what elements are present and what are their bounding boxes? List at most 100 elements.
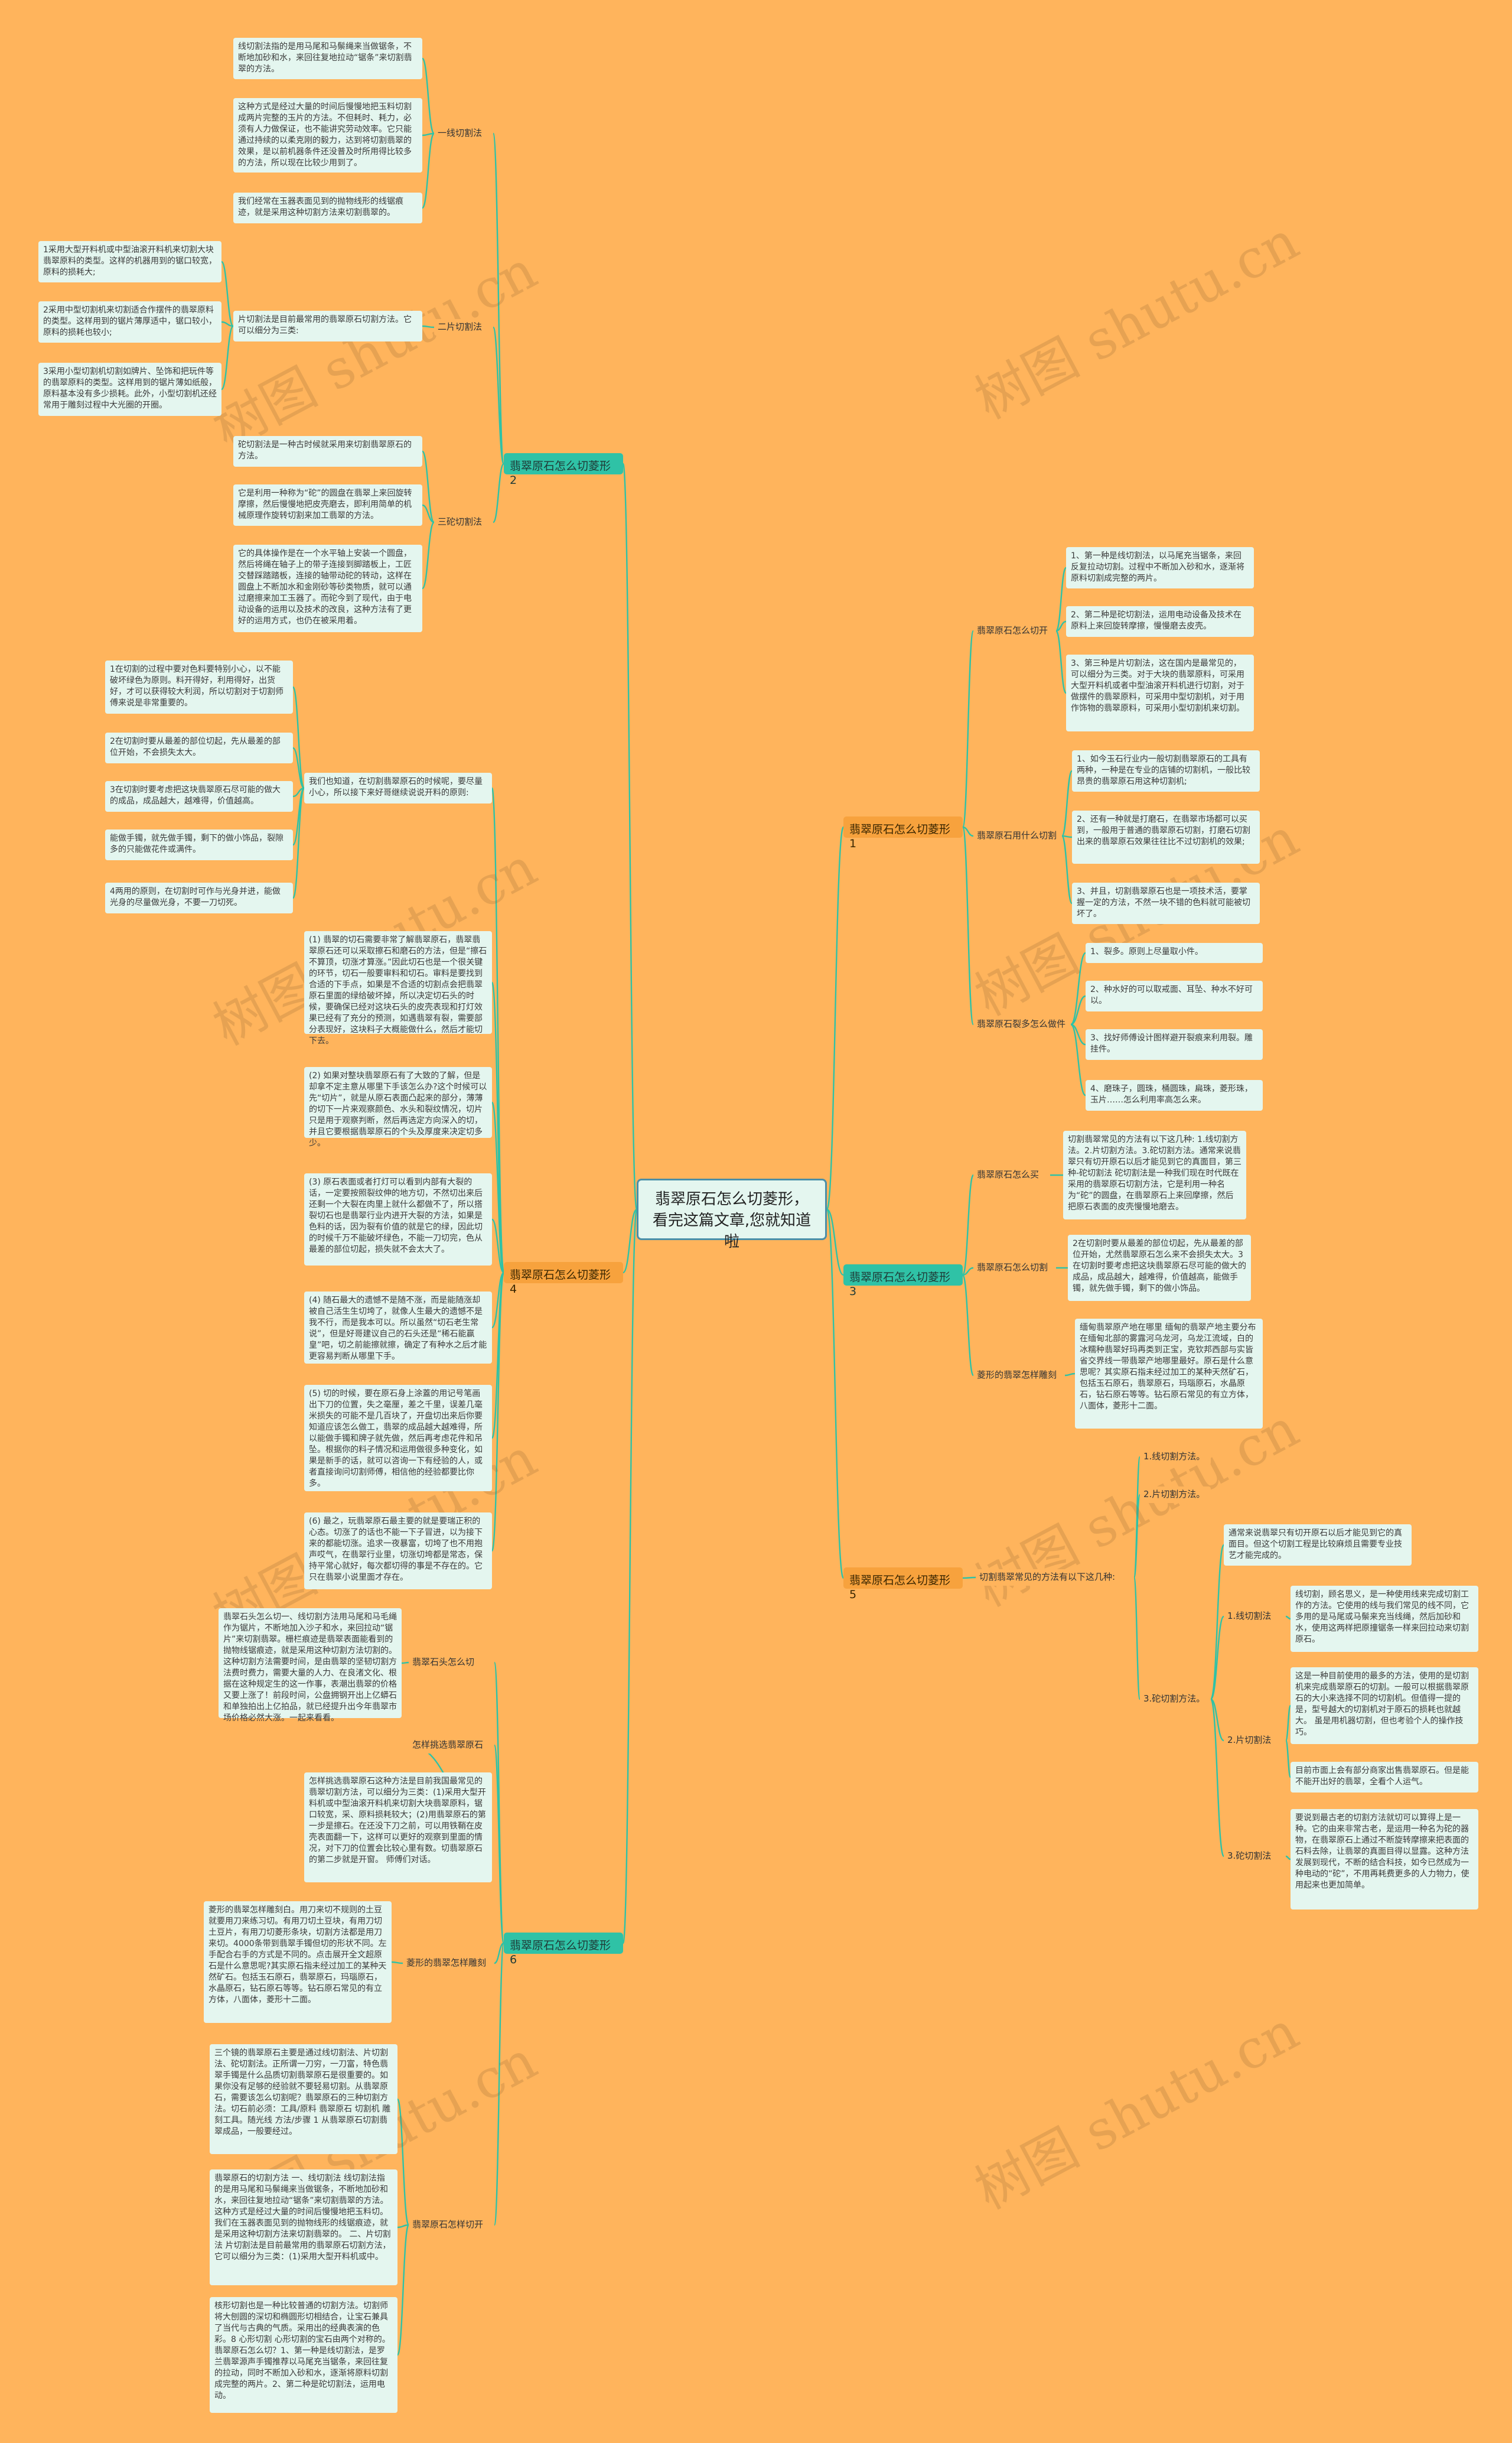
- b5-slice-method[interactable]: 2.片切割法: [1224, 1732, 1286, 1749]
- connector-line: [491, 1271, 505, 1329]
- connector-line: [1070, 995, 1086, 1026]
- connector-line: [421, 450, 435, 523]
- b1-what-tool-leaf: 2、还有一种就是打磨石，在翡翠市场都可以买到，一般用于普通的翡翠原石切割，打磨石…: [1072, 811, 1260, 864]
- b1-how-to-open-leaf: 1、第一种是线切割法，以马尾充当锯条，来回反复拉动切割。过程中不断加入砂和水，逐…: [1066, 547, 1254, 588]
- connector-line: [622, 463, 638, 1211]
- connector-line: [493, 1744, 505, 1944]
- b4-paragraph: (4) 随石最大的遗憾不是随不涨，而是能随涨却被自己活生生切垮了，就像人生最大的…: [304, 1292, 492, 1364]
- b6-how-to-open[interactable]: 翡翠原石怎样切开: [409, 2217, 494, 2233]
- b1-many-cracks-leaf: 3、找好师傅设计图样避开裂痕来利用裂。雕挂件。: [1086, 1029, 1263, 1060]
- connector-line: [220, 261, 234, 327]
- b5-slice-method-leaf: 这是一种目前使用的最多的方法，使用的是切割机来完成翡翠原石的切割。一般可以根据翡…: [1291, 1667, 1478, 1744]
- b5-slice-method-leaf: 目前市面上会有部分商家出售翡翠原石。但是能不能开出好的翡翠，全看个人运气。: [1291, 1762, 1478, 1793]
- connector-line: [826, 1208, 844, 1276]
- connector-line: [493, 1942, 505, 2226]
- connector-line: [622, 1208, 638, 1274]
- b4-paragraph: (3) 原石表面或者打灯可以看到内部有大裂的话，一定要按照裂纹伸的地方切，不然切…: [304, 1173, 492, 1266]
- b1-what-tool[interactable]: 翡翠原石用什么切割: [973, 828, 1062, 844]
- connector-line: [396, 2224, 410, 2356]
- connector-line: [622, 1208, 638, 1944]
- connector-line: [1210, 1615, 1225, 1700]
- b2-tuo-leaf: 砣切割法是一种古时候就采用来切割翡翠原石的方法。: [233, 436, 422, 467]
- b4-paragraph: (6) 最之，玩翡翠原石最主要的就是要瑞正积的心态。切涨了的话也不能一下子冒进，…: [304, 1512, 492, 1589]
- connector-line: [962, 630, 975, 828]
- b2-tuo-leaf: 它是利用一种称为“砣”的圆盘在翡翠上来回旋转摩擦，然后慢慢地把皮壳磨去，即利用简…: [233, 484, 422, 526]
- connector-line: [962, 826, 975, 1026]
- b2-line-leaf: 线切割法指的是用马尾和马鬃绳来当做锯条，不断地加砂和水，来回往复地拉动“锯条”来…: [233, 38, 422, 79]
- b6-how-to-open-leaf: 翡翠原石的切割方法 一、线切割法 线切割法指的是用马尾和马鬃绳来当做锯条，不断地…: [210, 2169, 397, 2285]
- connector-line: [1133, 1456, 1141, 1579]
- connector-line: [397, 2224, 409, 2229]
- b6-how-to-open-leaf: 核形切割也是一种比较普通的切割方法。切割师将大刨圆的深切和椭圆形切相结合，让宝石…: [210, 2297, 397, 2413]
- b6-rhombus-carving-leaf: 菱形的翡翠怎样雕刻白。用刀来切不规则的土豆就要用刀来练习切。有用刀切土豆块，有用…: [204, 1901, 392, 2023]
- connector-line: [962, 1267, 974, 1276]
- connector-line: [962, 1274, 975, 1377]
- b5-tuo-method-leaf: 要说到最古老的切割方法就切可以算得上是一种。它的由来非常古老，是运用一种名为砣的…: [1291, 1809, 1478, 1909]
- b3-how-to-buy-leaf: 切割翡翠常见的方法有以下这几种: 1.线切割方法。2.片切割方法。3.砣切割方法…: [1063, 1131, 1246, 1219]
- connector-line: [1285, 1704, 1292, 1742]
- b3-how-to-buy[interactable]: 翡翠原石怎么买: [973, 1167, 1050, 1183]
- branch-6[interactable]: 翡翠原石怎么切菱形6: [504, 1933, 623, 1966]
- connector-line: [396, 2098, 410, 2226]
- connector-line: [493, 1661, 505, 1944]
- b6-how-to-choose-leaf: 怎样挑选翡翠原石这种方法是目前我国最常见的翡翠切割方法，可以细分为三类：(1)采…: [304, 1772, 492, 1882]
- connector-line: [494, 1942, 504, 1964]
- b5-line-method[interactable]: 1.线切割法: [1224, 1608, 1286, 1625]
- branch-2[interactable]: 翡翠原石怎么切菱形2: [504, 453, 623, 487]
- branch-3[interactable]: 翡翠原石怎么切菱形3: [843, 1264, 963, 1298]
- connector-line: [492, 132, 505, 465]
- connector-line: [1061, 770, 1073, 837]
- connector-line: [826, 1208, 845, 1579]
- connector-line: [391, 1961, 403, 1964]
- branch-1[interactable]: 翡翠原石怎么切菱形1: [843, 816, 963, 850]
- b2-slice-leaf: 1采用大型开料机或中型油滚开料机来切割大块翡翠原料的类型。这样的机器用到的锯口较…: [38, 241, 221, 282]
- b3-how-to-cut[interactable]: 翡翠原石怎么切割: [973, 1260, 1056, 1276]
- b4-paragraph: (2) 如果对整块翡翠原石有了大致的了解，但是却拿不定主意从哪里下手该怎么办?这…: [304, 1067, 492, 1148]
- connector-line: [1133, 1494, 1141, 1579]
- b2-tuo-cutting[interactable]: 三砣切割法: [434, 514, 493, 531]
- b5-method-tuo[interactable]: 3.砣切割方法。: [1140, 1691, 1211, 1707]
- b1-what-tool-leaf: 3、并且，切割翡翠原石也是一项技术活，要掌握一定的方法，不然一块不错的色料就可能…: [1072, 883, 1260, 924]
- b2-line-cutting[interactable]: 一线切割法: [434, 125, 493, 142]
- b5-method-slice[interactable]: 2.片切割方法。: [1140, 1486, 1211, 1503]
- connector-line: [1285, 1739, 1292, 1778]
- b6-how-to-cut[interactable]: 翡翠石头怎么切: [409, 1654, 494, 1671]
- b6-how-to-choose[interactable]: 怎样挑选翡翠原石: [409, 1737, 494, 1754]
- b1-how-to-open[interactable]: 翡翠原石怎么切开: [973, 623, 1056, 639]
- b6-rhombus-carving[interactable]: 菱形的翡翠怎样雕刻: [403, 1955, 494, 1972]
- connector-line: [492, 463, 505, 523]
- b1-many-cracks-leaf: 4、磨珠子，圆珠，桶圆珠，扁珠，菱形珠，玉片……怎么利用率高怎么来。: [1086, 1080, 1263, 1111]
- b1-many-cracks[interactable]: 翡翠原石裂多怎么做件: [973, 1016, 1071, 1033]
- b3-how-to-cut-leaf: 2在切割时要从最差的部位切起，先从最差的部位开始，尤然翡翠原石怎么来不会损失太大…: [1068, 1235, 1251, 1301]
- b3-rhombus-carving[interactable]: 菱形的翡翠怎样雕刻: [973, 1367, 1065, 1384]
- root-topic[interactable]: 翡翠原石怎么切菱形，看完这篇文章,您就知道啦: [637, 1179, 827, 1251]
- connector-line: [1070, 1023, 1087, 1097]
- b5-method-line[interactable]: 1.线切割方法。: [1140, 1449, 1211, 1465]
- b4-principle-leaf: 4两用的原则，在切割时可作与光身并进，能做光身的尽量做光身，不要一刀切死。: [105, 883, 293, 913]
- b2-slice-leaf: 3采用小型切割机切割如牌片、坠饰和把玩件等的翡翠原料的类型。这样用到的锯片薄如纸…: [38, 363, 221, 416]
- b4-paragraph: (1) 翡翠的切石需要非常了解翡翠原石，翡翠翡翠原石还可以采取擦石和磨石的方法，…: [304, 931, 492, 1046]
- branch-4[interactable]: 翡翠原石怎么切菱形4: [504, 1262, 623, 1296]
- connector-line: [1055, 630, 1067, 694]
- b4-paragraph: (5) 切的时候，要在原石身上涂蓋的用记号笔画出下刀的位置，失之毫厘，差之千里，…: [304, 1385, 492, 1491]
- connector-line: [292, 787, 305, 899]
- connector-line: [1055, 620, 1067, 632]
- b2-slice-cutting[interactable]: 二片切割法: [434, 319, 493, 336]
- branch-5[interactable]: 翡翠原石怎么切菱形5: [843, 1567, 963, 1601]
- b4-principle-leaf: 能做手镯，就先做手镯，剩下的做小饰品，裂隙多的只能做花件或满件。: [105, 829, 293, 860]
- connector-line: [491, 1218, 505, 1274]
- connector-line: [492, 326, 505, 465]
- b5-methods-intro[interactable]: 切割翡翠常见的方法有以下这几种:: [976, 1569, 1134, 1586]
- b1-how-to-open-leaf: 2、第二种是砣切割法，运用电动设备及技术在原料上来回旋转摩擦，慢慢磨去皮壳。: [1066, 606, 1254, 637]
- b1-what-tool-leaf: 1、如今玉石行业内一般切割翡翠原石的工具有两种，一种是在专业的店铺的切割机，一般…: [1072, 750, 1260, 792]
- connector-line: [962, 826, 974, 837]
- b2-line-leaf: 这种方式是经过大量的时间后慢慢地把玉料切割成两片完整的玉片的方法。不但耗时、耗力…: [233, 98, 422, 173]
- b5-tuo-intro: 通常来说翡翠只有切开原石以后才能见到它的真面目。但这个切割工程是比较麻烦且需要专…: [1224, 1524, 1412, 1566]
- connector-line: [1061, 835, 1073, 905]
- b4-principle-leaf: 1在切割的过程中要对色料要特别小心，以不能破坏绿色为原则。料开得好，利用得好，出…: [105, 661, 293, 714]
- connector-line: [1070, 952, 1087, 1026]
- b2-line-leaf: 我们经常在玉器表面见到的抛物线形的线锯痕迹，就是采用这种切割方法来切割翡翠的。: [233, 193, 422, 223]
- b6-how-to-cut-leaf: 翡翠石头怎么切一、线切割方法用马尾和马毛绳作为锯片，不断地加入沙子和水，来回拉动…: [219, 1608, 402, 1723]
- b5-tuo-method[interactable]: 3.砣切割法: [1224, 1848, 1286, 1865]
- connector-line: [221, 321, 234, 327]
